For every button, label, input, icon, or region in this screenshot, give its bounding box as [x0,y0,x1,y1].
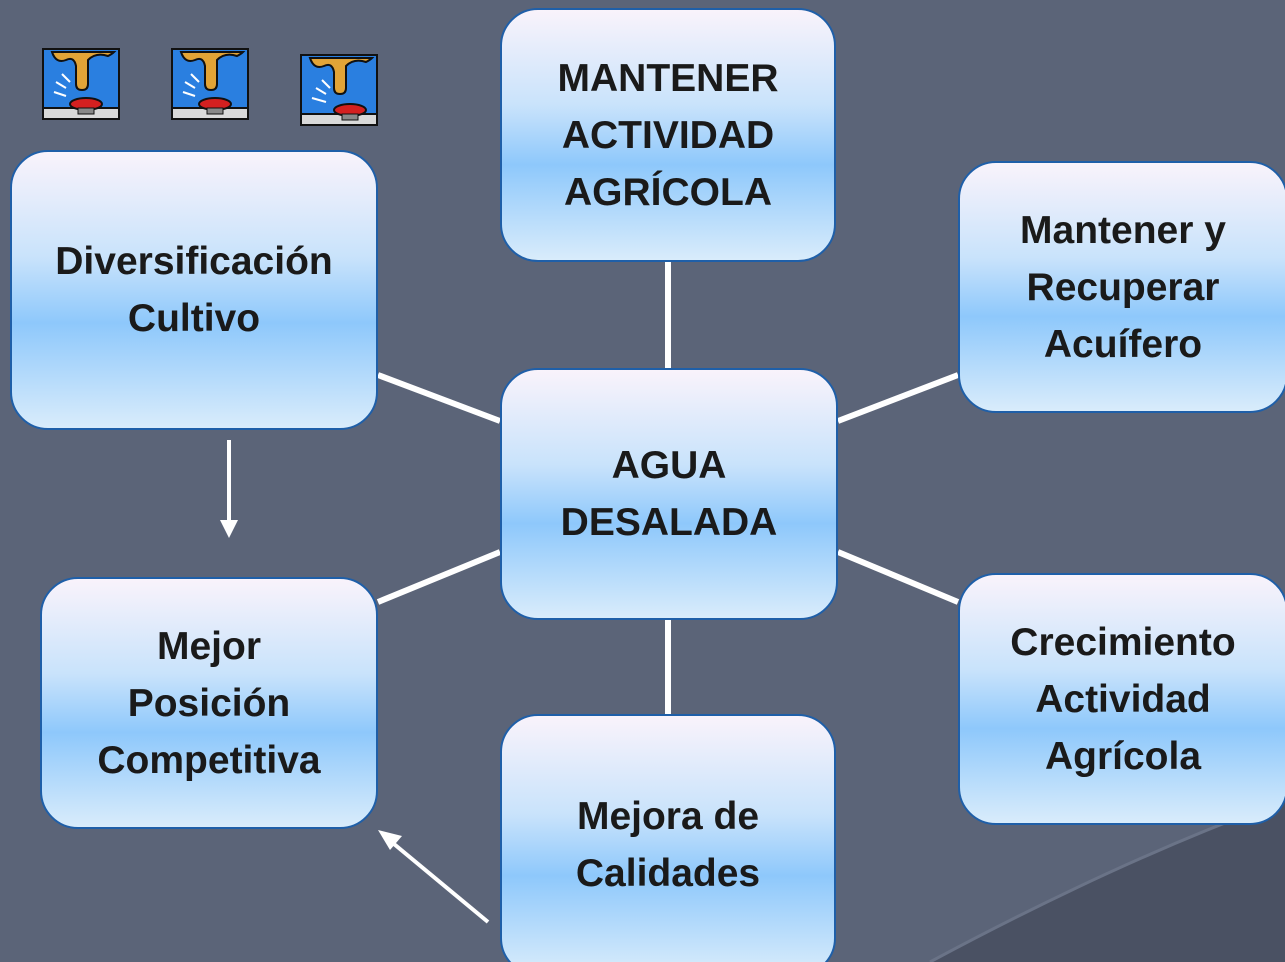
arrow-diagonal-shaft [392,842,490,924]
node-label: Diversificación Cultivo [55,240,333,340]
press-button-icon[interactable] [300,54,378,126]
press-button-icon-graphic [171,48,249,120]
node-label: Mantener y Recuperar Acuífero [1020,208,1226,366]
node-mejor-posicion: Mejor Posición Competitiva [40,577,378,829]
node-label: Mejor Posición Competitiva [97,624,321,782]
node-label: Mejora de Calidades [575,795,761,895]
press-button-icon-graphic [42,48,120,120]
connector-center-lower-right [836,549,960,605]
press-button-icon[interactable] [42,48,120,120]
connector-center-lower-left [376,549,502,605]
node-diversificacion-cultivo: Diversificación Cultivo [10,150,378,430]
node-mejora-calidades: Mejora de Calidades [500,714,836,962]
node-label: MANTENER ACTIVIDAD AGRÍCOLA [557,56,779,214]
node-agua-desalada: AGUA DESALADA [500,368,838,620]
node-label: AGUA DESALADA [560,444,778,544]
connector-center-upper-right [836,372,960,424]
node-mantener-actividad: MANTENER ACTIVIDAD AGRÍCOLA [500,8,836,262]
press-button-icon[interactable] [171,48,249,120]
node-mantener-acuifero: Mantener y Recuperar Acuífero [958,161,1285,413]
press-button-icon-graphic [300,54,378,126]
arrow-diagonal-head [378,830,402,850]
connector-center-upper-left [376,372,502,424]
node-crecimiento-actividad: Crecimiento Actividad Agrícola [958,573,1285,825]
arrow-down-head [220,520,238,538]
node-label: Crecimiento Actividad Agrícola [1010,620,1236,778]
